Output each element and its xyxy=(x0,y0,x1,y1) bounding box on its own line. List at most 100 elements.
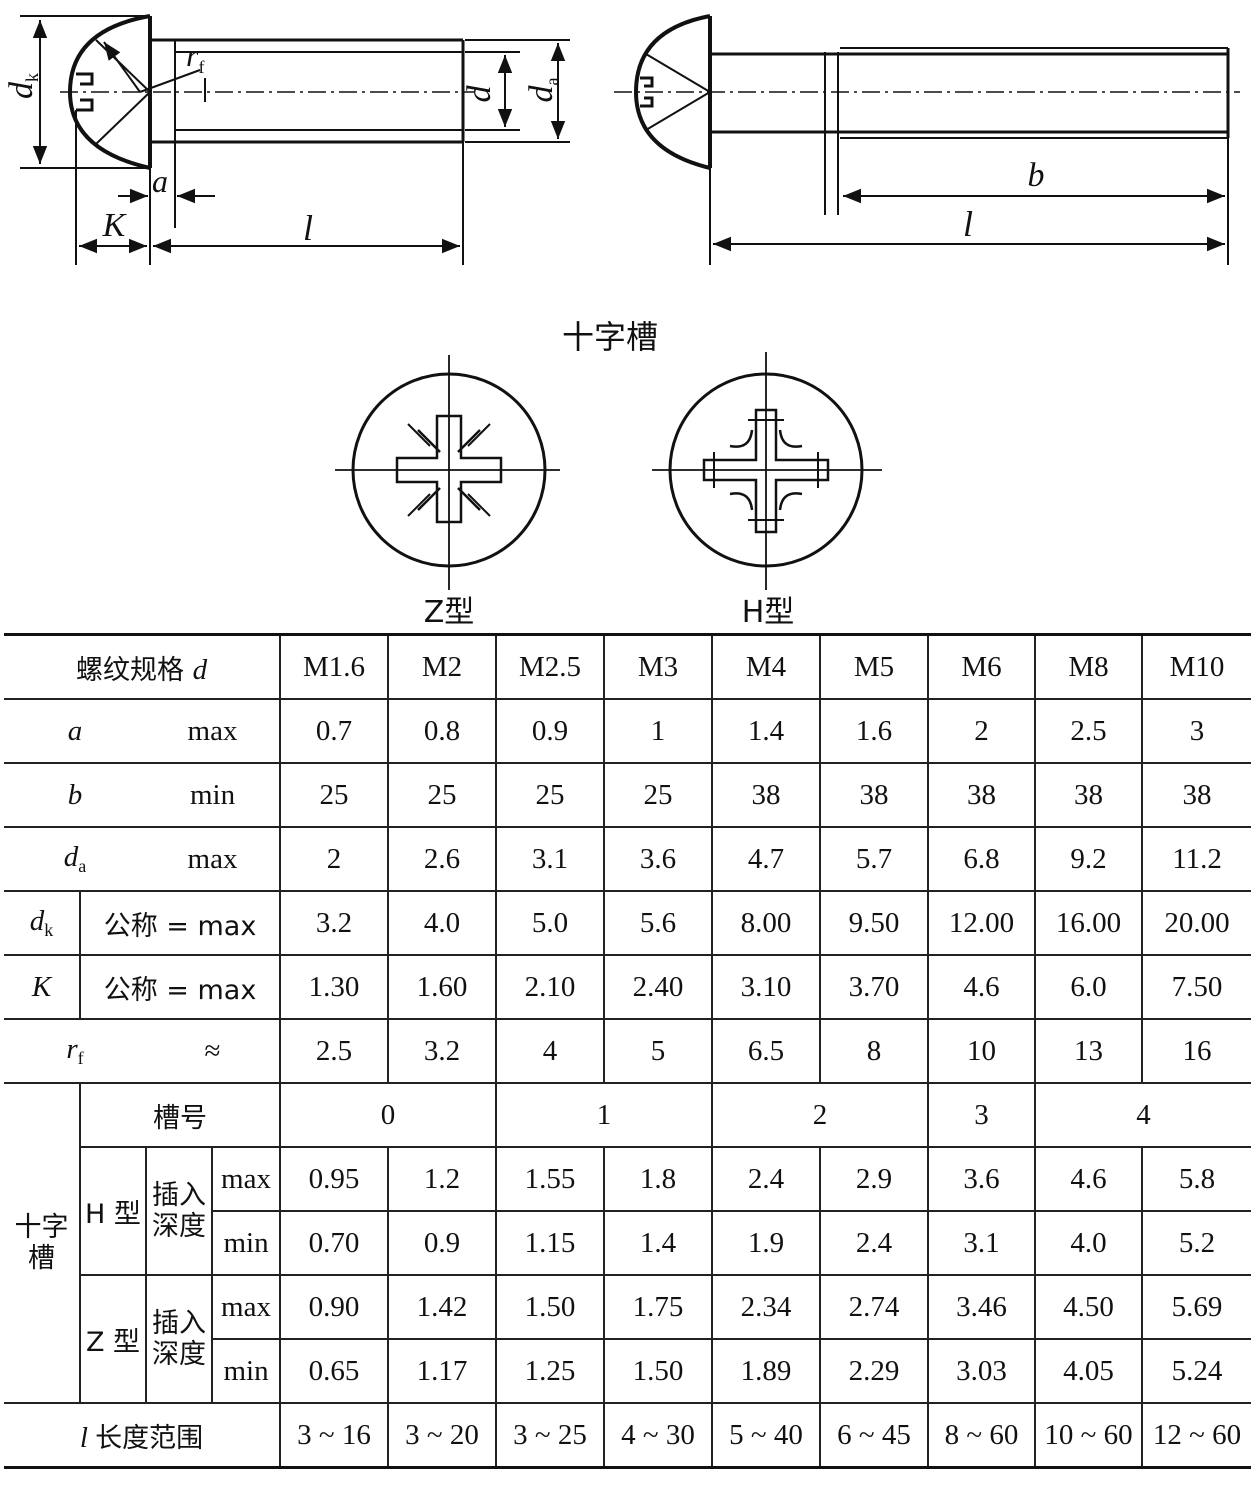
col-header: M3 xyxy=(603,633,714,700)
table-cell: 3.70 xyxy=(819,954,930,1020)
col-header: M10 xyxy=(1141,633,1252,700)
table-cell: 1.4 xyxy=(711,698,822,764)
table-cell: 1.25 xyxy=(495,1338,606,1404)
svg-text:b: b xyxy=(1028,157,1045,194)
table-cell: 1.2 xyxy=(387,1146,498,1212)
table-cell: 16 xyxy=(1141,1018,1252,1084)
table-header-row: 螺纹规格 d M1.6 M2 M2.5 M3 M4 M5 M6 M8 M10 xyxy=(4,633,1252,700)
z-recess-view xyxy=(335,355,560,590)
table-cell: 1.60 xyxy=(387,954,498,1020)
table-cell: 1.50 xyxy=(603,1338,714,1404)
slot-number-label: 槽号 xyxy=(78,1082,282,1148)
table-cell: 5.2 xyxy=(1141,1210,1252,1276)
row-rf: rf ≈ 2.5 3.2 4 5 6.5 8 10 13 16 xyxy=(4,1018,1252,1084)
dimension-labels-right: b l xyxy=(963,157,1045,244)
table-cell: 3.2 xyxy=(279,890,390,956)
table-cell: 1.4 xyxy=(603,1210,714,1276)
table-cell: 1.50 xyxy=(495,1274,606,1340)
col-header: M2 xyxy=(387,633,498,700)
row-symbol: rf xyxy=(4,1018,146,1084)
table-cell: 1.6 xyxy=(819,698,930,764)
table-cell: 5 ~ 40 xyxy=(711,1402,822,1469)
col-header: M1.6 xyxy=(279,633,390,700)
svg-text:rf: rf xyxy=(186,37,204,77)
table-cell: 11.2 xyxy=(1141,826,1252,892)
table-cell: 4.6 xyxy=(1034,1146,1144,1212)
table-cell: 0.90 xyxy=(279,1274,390,1340)
col-header: M8 xyxy=(1034,633,1144,700)
table-cell: 2.4 xyxy=(711,1146,822,1212)
table-cell: 1.9 xyxy=(711,1210,822,1276)
table-cell: 8 xyxy=(819,1018,930,1084)
table-cell: 3.6 xyxy=(603,826,714,892)
length-range-label: l 长度范围 xyxy=(4,1402,282,1469)
table-cell: 0.65 xyxy=(279,1338,390,1404)
table-cell: 25 xyxy=(279,762,390,828)
svg-text:l: l xyxy=(303,208,313,248)
table-cell: 2.5 xyxy=(279,1018,390,1084)
row-qualifier: max xyxy=(146,826,282,892)
col-header: M4 xyxy=(711,633,822,700)
table-cell: 1.30 xyxy=(279,954,390,1020)
table-cell: 12 ~ 60 xyxy=(1141,1402,1252,1469)
row-h-max: H 型 插入深度 max 0.95 1.2 1.55 1.8 2.4 2.9 3… xyxy=(4,1146,1252,1276)
table-cell: 3.1 xyxy=(495,826,606,892)
min-label: min xyxy=(212,1338,282,1404)
table-cell: 4.50 xyxy=(1034,1274,1144,1340)
col-header: M2.5 xyxy=(495,633,606,700)
max-label: max xyxy=(210,1274,282,1340)
table-cell: 5.8 xyxy=(1141,1146,1252,1212)
table-cell: 2 xyxy=(927,698,1037,764)
row-da: da max 2 2.6 3.1 3.6 4.7 5.7 6.8 9.2 11.… xyxy=(4,826,1252,892)
table-cell: 5.24 xyxy=(1141,1338,1252,1404)
svg-text:dk: dk xyxy=(3,73,42,99)
table-cell: 0.9 xyxy=(387,1210,498,1276)
table-cell: 1.42 xyxy=(387,1274,498,1340)
table-cell: 3.46 xyxy=(927,1274,1037,1340)
table-cell: 2.6 xyxy=(387,826,498,892)
row-symbol: b xyxy=(4,762,146,828)
table-cell: 6.0 xyxy=(1034,954,1144,1020)
row-symbol: da xyxy=(4,826,146,892)
table-cell: 7.50 xyxy=(1141,954,1252,1020)
table-cell: 16.00 xyxy=(1034,890,1144,956)
table-cell: 4 ~ 30 xyxy=(603,1402,714,1469)
table-cell: 5.7 xyxy=(819,826,930,892)
row-z-max: Z 型 插入深度 max 0.90 1.42 1.50 1.75 2.34 2.… xyxy=(4,1274,1252,1404)
svg-text:a: a xyxy=(152,163,168,199)
table-cell: 9.2 xyxy=(1034,826,1144,892)
table-cell: 3.6 xyxy=(927,1146,1037,1212)
insert-depth-label: 插入深度 xyxy=(145,1274,213,1404)
h-type-label: H 型 xyxy=(80,1146,147,1276)
row-qualifier: min xyxy=(146,762,282,828)
row-a: a max 0.7 0.8 0.9 1 1.4 1.6 2 2.5 3 xyxy=(4,698,1252,764)
table-cell: 8.00 xyxy=(711,890,822,956)
svg-text:d: d xyxy=(461,85,498,103)
table-cell: 13 xyxy=(1034,1018,1144,1084)
table-cell: 25 xyxy=(603,762,714,828)
table-cell: 2.40 xyxy=(603,954,714,1020)
table-cell: 3 ~ 16 xyxy=(279,1402,390,1469)
table-cell: 2.5 xyxy=(1034,698,1144,764)
recess-title: 十字槽 xyxy=(562,318,658,356)
table-cell: 0.8 xyxy=(387,698,498,764)
table-cell: 12.00 xyxy=(927,890,1037,956)
table-cell: 6.8 xyxy=(927,826,1037,892)
table-cell: 3 xyxy=(927,1082,1037,1148)
table-cell: 38 xyxy=(711,762,822,828)
technical-drawing: dk rf d da a K l b l 十字槽 xyxy=(3,14,1240,630)
min-label: min xyxy=(212,1210,282,1276)
dimension-labels-left: dk rf d da a K l xyxy=(3,37,562,248)
row-dk: dk 公称 = max 3.2 4.0 5.0 5.6 8.00 9.50 12… xyxy=(4,890,1252,956)
table-cell: 3.10 xyxy=(711,954,822,1020)
col-header: M6 xyxy=(927,633,1037,700)
row-b: b min 25 25 25 25 38 38 38 38 38 xyxy=(4,762,1252,828)
max-label: max xyxy=(210,1146,282,1212)
table-cell: 4.7 xyxy=(711,826,822,892)
spec-table: 螺纹规格 d M1.6 M2 M2.5 M3 M4 M5 M6 M8 M10 a… xyxy=(4,633,1252,1469)
table-cell: 0.9 xyxy=(495,698,606,764)
table-cell: 10 xyxy=(927,1018,1037,1084)
table-cell: 2 xyxy=(279,826,390,892)
table-cell: 2.74 xyxy=(819,1274,930,1340)
table-cell: 3 ~ 25 xyxy=(495,1402,606,1469)
